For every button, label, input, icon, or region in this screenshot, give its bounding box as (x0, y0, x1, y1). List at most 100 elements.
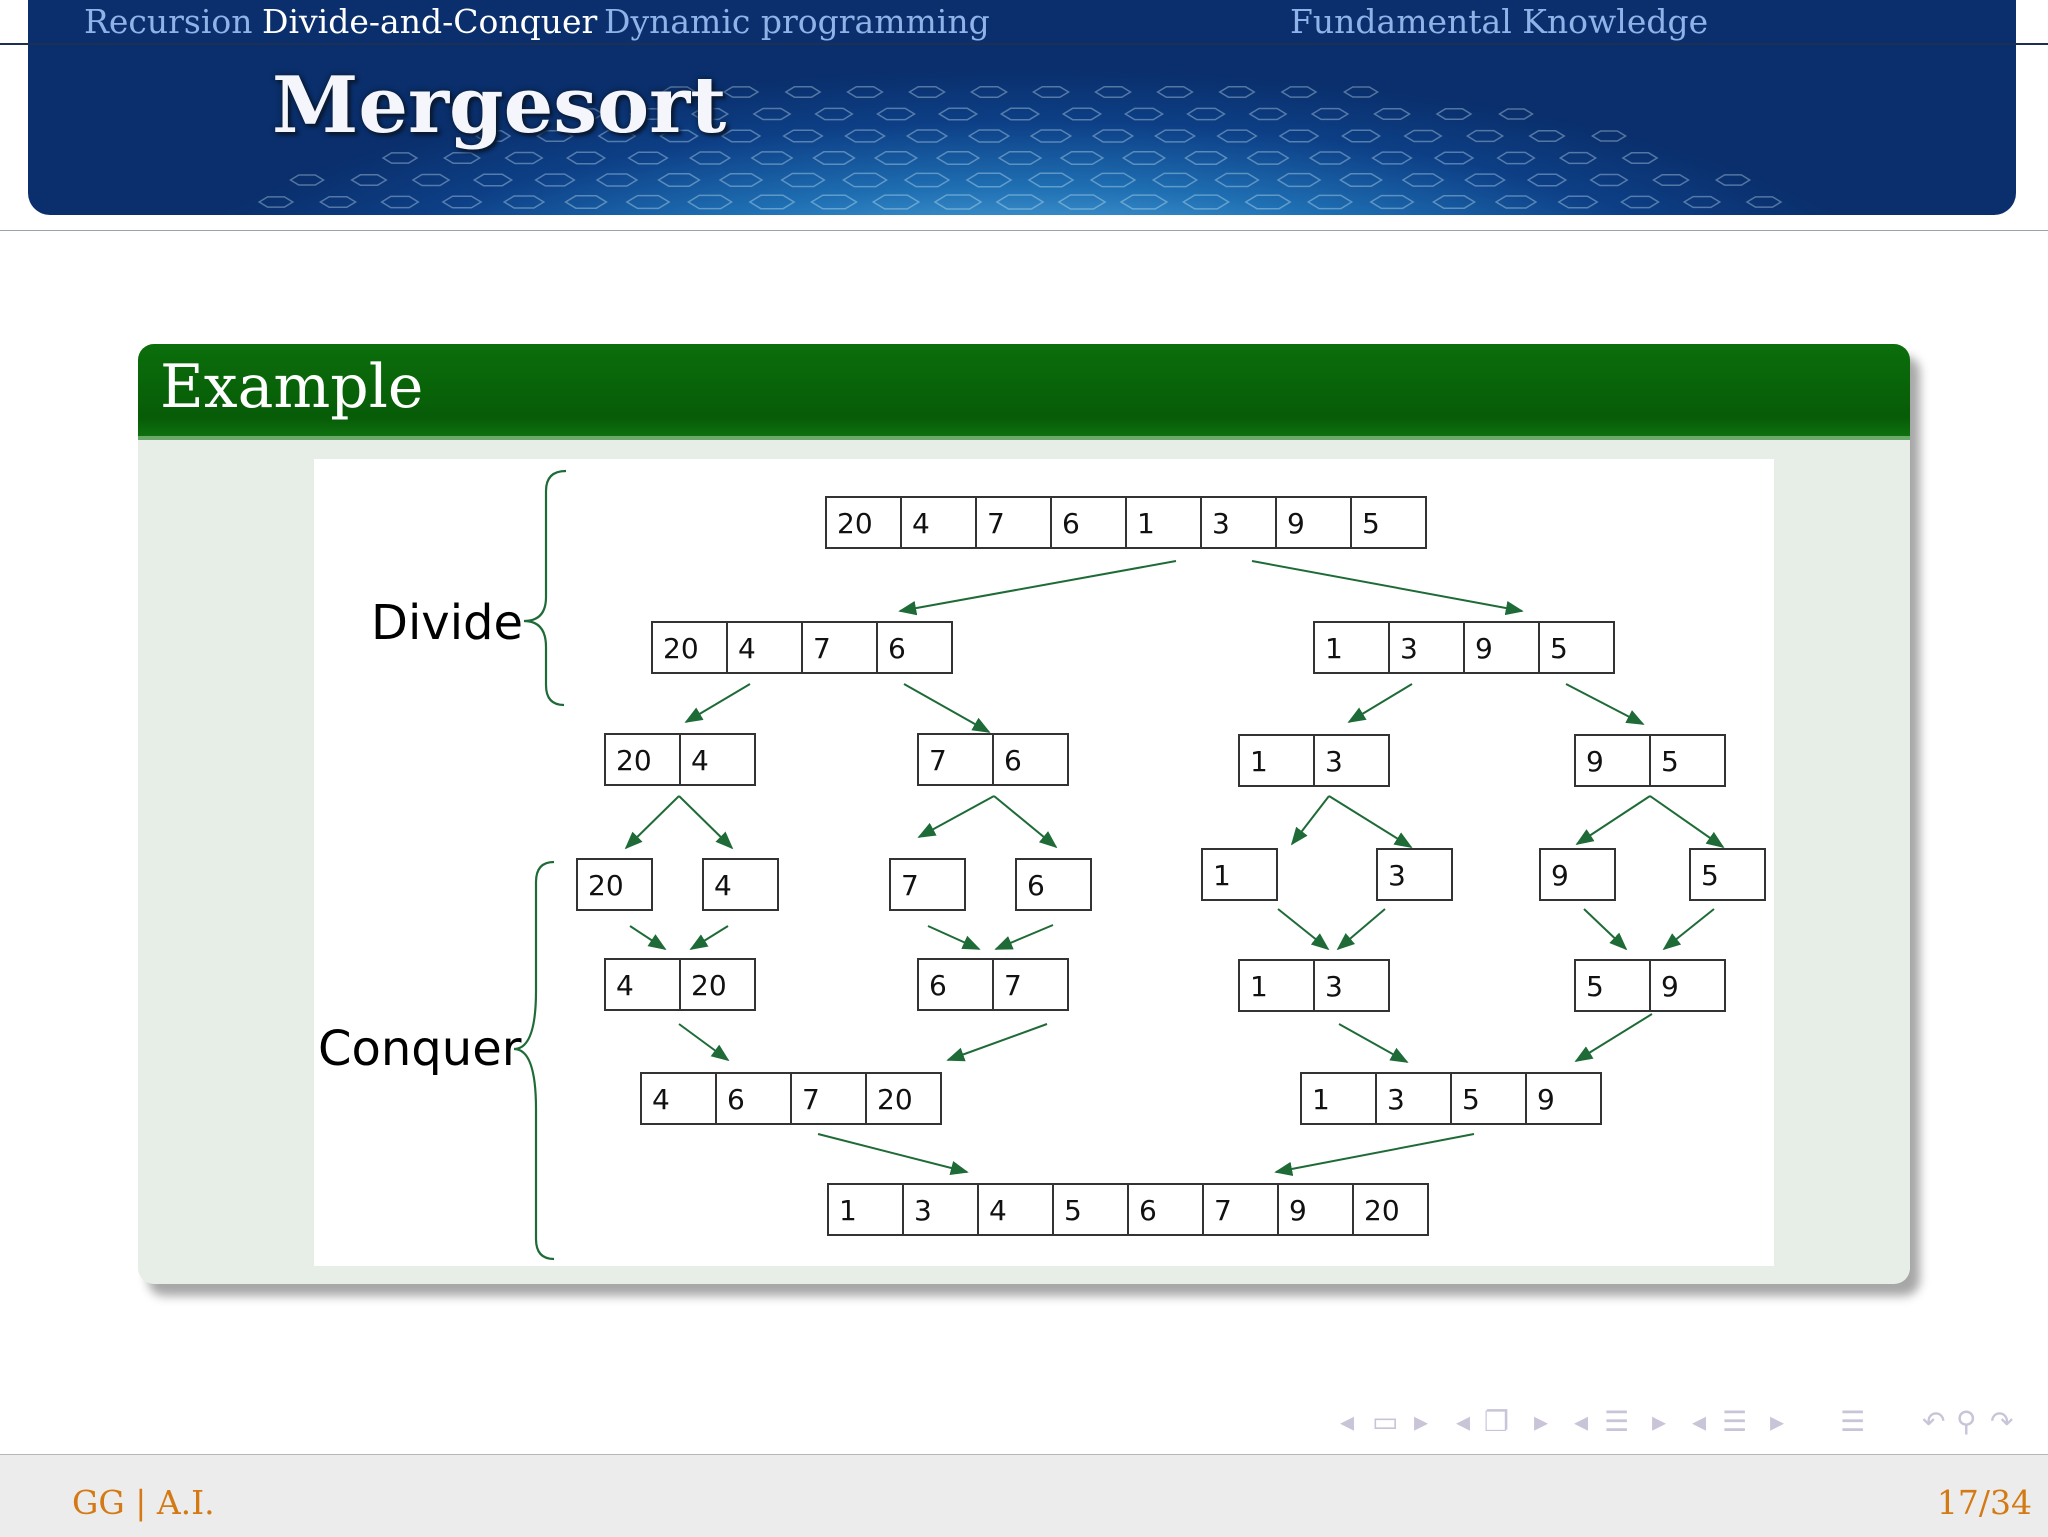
array-cell-value: 1 (839, 1194, 857, 1227)
globe-hex-cell (933, 194, 983, 210)
globe-hex-cell (534, 173, 576, 187)
split-arrow (993, 795, 1058, 849)
flow-arrow (1662, 908, 1715, 951)
forward-icon[interactable]: ↷ (1990, 1405, 2014, 1438)
split-arrow (1575, 795, 1651, 845)
array-cell-value: 20 (691, 969, 727, 1002)
globe-hex-cell (846, 85, 884, 99)
split-arrow (678, 795, 734, 850)
flow-arrow (1338, 1023, 1409, 1063)
globe-hex-cell (718, 172, 764, 188)
array-cell-value: 9 (1551, 859, 1569, 892)
slide-icon[interactable]: ❐ (1484, 1405, 1510, 1438)
globe-hex-cell (411, 173, 451, 187)
nav-recursion[interactable]: Recursion (84, 2, 253, 41)
flow-arrow (994, 924, 1054, 950)
array-cell-value: 20 (1364, 1194, 1400, 1227)
globe-hex-cell (965, 172, 1013, 188)
array-cell-value: 9 (1661, 970, 1679, 1003)
globe-hex-cell (1342, 86, 1380, 98)
header-banner (28, 0, 2016, 215)
array-cell-value: 4 (691, 744, 709, 777)
frame-prev-icon[interactable]: ◂ (1340, 1405, 1355, 1438)
array-cell-value: 6 (888, 632, 906, 665)
subsection-icon[interactable]: ☰ (1722, 1405, 1748, 1438)
globe-hex-cell (995, 194, 1045, 210)
globe-hex-cell (1091, 129, 1135, 143)
globe-hex-cell (810, 194, 858, 210)
globe-hex-cell (1186, 107, 1226, 121)
globe-hex-cell (442, 151, 482, 165)
globe-hex-cell (1621, 152, 1659, 164)
globe-hex-cell (1589, 173, 1629, 187)
globe-hex-cell (1029, 129, 1073, 143)
flow-arrow (1347, 683, 1413, 723)
array-cell-value: 20 (616, 744, 652, 777)
nav-divider (0, 43, 2048, 45)
array-cell-value: 6 (1004, 744, 1022, 777)
array-cell-value: 5 (1550, 632, 1568, 665)
array-cell-value: 9 (1586, 745, 1604, 778)
search-icon[interactable]: ⚲ (1956, 1405, 1977, 1438)
globe-hex-cell (841, 172, 889, 188)
array-cell-value: 7 (901, 869, 919, 902)
globe-hex-cell (1308, 151, 1352, 165)
flow-arrow (817, 1133, 969, 1175)
globe-hex-cell (504, 151, 544, 165)
section-prev-icon[interactable]: ◂ (1574, 1405, 1589, 1438)
array-cell-value: 20 (837, 507, 873, 540)
array-box (889, 858, 966, 911)
globe-hex-cell (784, 86, 822, 98)
back-icon[interactable]: ↶ (1922, 1405, 1946, 1438)
globe-hex-cell (472, 173, 514, 187)
section-icon[interactable]: ☰ (1604, 1405, 1630, 1438)
slide-prev-icon[interactable]: ◂ (1456, 1405, 1471, 1438)
page-number: 17/34 (1936, 1483, 2032, 1522)
globe-hex-cell (1151, 172, 1199, 188)
nav-divide-and-conquer[interactable]: Divide-and-Conquer (262, 2, 598, 41)
slide-next-icon[interactable]: ▸ (1534, 1405, 1549, 1438)
globe-hex-cell (597, 129, 637, 143)
globe-hex-cell (1528, 130, 1566, 142)
flow-arrow (1565, 683, 1645, 725)
array-cell-value: 5 (1462, 1083, 1480, 1116)
globe-hex-cell (595, 173, 639, 187)
frame-icon[interactable]: ▭ (1372, 1405, 1399, 1438)
array-cell-value: 3 (1400, 632, 1418, 665)
array-cell-value: 20 (877, 1083, 913, 1116)
globe-hex-cell (1276, 172, 1322, 188)
nav-dynamic-programming[interactable]: Dynamic programming (604, 2, 990, 41)
frame-next-icon[interactable]: ▸ (1414, 1405, 1429, 1438)
array-cell-value: 1 (1325, 632, 1343, 665)
globe-hex-cell (871, 194, 921, 210)
array-cell-value: 7 (813, 632, 831, 665)
globe-hex-cell (1214, 172, 1260, 188)
array-cell-value: 6 (1062, 507, 1080, 540)
array-cell-value: 3 (1212, 507, 1230, 540)
flow-arrow (898, 560, 1177, 616)
array-cell-value: 7 (1214, 1194, 1232, 1227)
slide-title: Mergesort (272, 60, 727, 151)
subsection-next-icon[interactable]: ▸ (1770, 1405, 1785, 1438)
section-next-icon[interactable]: ▸ (1652, 1405, 1667, 1438)
globe-hex-cell (1061, 107, 1103, 121)
toc-icon[interactable]: ☰ (1840, 1405, 1866, 1438)
globe-hex-cell (903, 172, 951, 188)
globe-hex-cell (1557, 195, 1599, 209)
array-cell-value: 3 (1325, 745, 1343, 778)
globe-hex-cell (1435, 108, 1473, 120)
globe-hex-cell (1590, 130, 1628, 142)
array-box (1376, 848, 1453, 901)
globe-hex-cell (1338, 173, 1384, 187)
subsection-prev-icon[interactable]: ◂ (1692, 1405, 1707, 1438)
flow-arrow (1277, 908, 1330, 951)
globe-hex-cell (967, 129, 1011, 143)
globe-hex-cell (1059, 150, 1105, 166)
array-cell-value: 7 (987, 507, 1005, 540)
flow-arrow (1583, 908, 1628, 951)
globe-hex-cell (999, 107, 1041, 121)
globe-hex-cell (1306, 194, 1354, 210)
nav-fundamental-knowledge[interactable]: Fundamental Knowledge (1290, 2, 1709, 41)
